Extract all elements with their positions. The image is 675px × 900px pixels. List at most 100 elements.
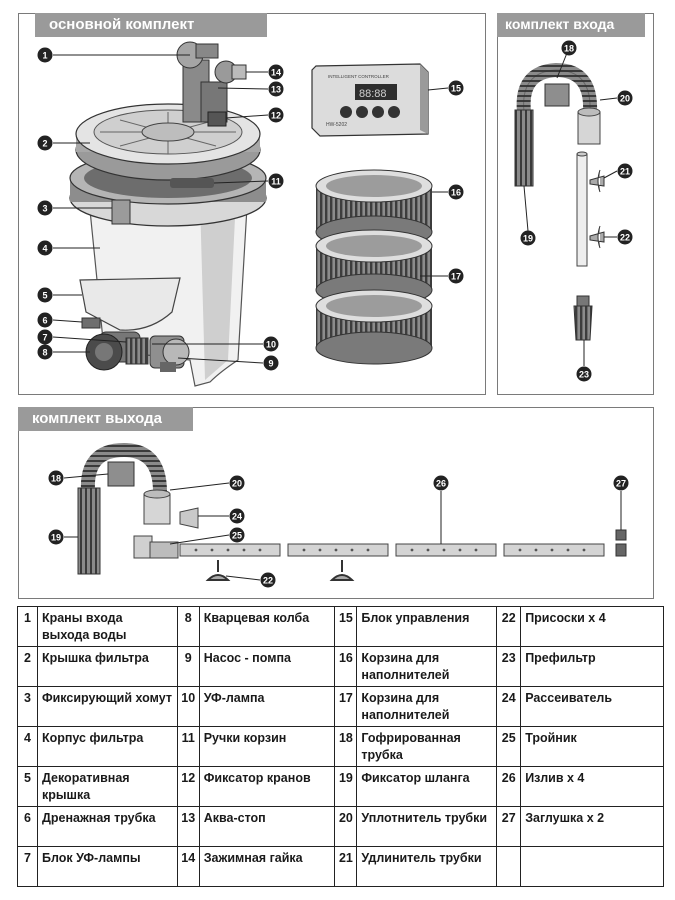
svg-text:24: 24 [232,511,242,521]
callout-12: 12 [268,107,284,123]
legend-number: 13 [176,806,200,847]
legend-label: Блок УФ-лампы [36,846,178,887]
svg-text:22: 22 [620,232,630,242]
main-set-title: основной комплект [35,13,267,37]
callout-11: 11 [268,173,284,189]
svg-text:19: 19 [523,233,533,243]
legend-number: 22 [496,606,522,647]
callout-10: 10 [263,336,279,352]
controller-model: HW-5202 [326,122,347,128]
legend-number: 4 [17,726,38,767]
legend-number: 18 [334,726,358,767]
legend-label: Тройник [520,726,664,767]
legend-number [496,846,522,887]
callout-17: 17 [448,268,464,284]
outlet-set-drawing [77,442,627,581]
legend-label: Уплотнитель трубки [356,806,498,847]
legend-label: Корзина для наполнителей [356,646,498,687]
legend-number: 23 [496,646,522,687]
svg-text:10: 10 [266,339,276,349]
callout-20a: 20 [617,90,633,106]
svg-text:16: 16 [451,187,461,197]
legend-label: Краны входа выхода воды [36,606,178,647]
svg-text:12: 12 [271,110,281,120]
legend-number: 14 [176,846,200,887]
legend-label: Заглушка х 2 [520,806,664,847]
legend-number: 19 [334,766,358,807]
callout-20b: 20 [229,475,245,491]
callout-26: 26 [433,475,449,491]
controller-brand: INTELLIGENT CONTROLLER [328,74,390,79]
legend-label: Фиксирующий хомут [36,686,178,727]
callout-4: 4 [37,240,53,256]
legend-number: 17 [334,686,358,727]
callout-7: 7 [37,329,53,345]
legend-number: 21 [334,846,358,887]
svg-text:25: 25 [232,530,242,540]
svg-text:26: 26 [436,478,446,488]
legend-label: Блок управления [356,606,498,647]
svg-text:3: 3 [42,203,47,213]
callout-19a: 19 [520,230,536,246]
legend-number: 16 [334,646,358,687]
callout-8: 8 [37,344,53,360]
inlet-set-drawing [514,62,605,341]
legend-label: Присоски х 4 [520,606,664,647]
legend-number: 2 [17,646,38,687]
svg-text:1: 1 [42,50,47,60]
svg-text:9: 9 [268,358,273,368]
callout-21: 21 [617,163,633,179]
legend-label: Аква-стоп [198,806,336,847]
callout-3: 3 [37,200,53,216]
svg-text:6: 6 [42,315,47,325]
legend-number: 20 [334,806,358,847]
svg-text:27: 27 [616,478,626,488]
callout-22b: 22 [260,572,276,588]
legend-label: Корпус фильтра [36,726,178,767]
svg-text:15: 15 [451,83,461,93]
legend-label: Рассеиватель [520,686,664,727]
legend-label: Префильтр [520,646,664,687]
outlet-set-title: комплект выхода [18,407,193,431]
callout-24: 24 [229,508,245,524]
svg-text:8: 8 [42,347,47,357]
controller-display: 88:88 [359,88,387,100]
svg-text:19: 19 [51,532,61,542]
legend-label: Декоративная крышка [36,766,178,807]
outlet-set-panel [18,407,654,599]
callout-6: 6 [37,312,53,328]
callout-16: 16 [448,184,464,200]
legend-label: Излив х 4 [520,766,664,807]
svg-text:20: 20 [232,478,242,488]
callout-18b: 18 [48,470,64,486]
svg-text:2: 2 [42,138,47,148]
legend-number: 10 [176,686,200,727]
svg-text:17: 17 [451,271,461,281]
legend-number: 12 [176,766,200,807]
legend-label: Зажимная гайка [198,846,336,887]
legend-label: Насос - помпа [198,646,336,687]
callout-19b: 19 [48,529,64,545]
legend-number: 15 [334,606,358,647]
legend-label [520,846,664,887]
parts-diagram: INTELLIGENT CONTROLLER HW-5202 88:88 [37,40,633,588]
legend-label: Ручки корзин [198,726,336,767]
callout-2: 2 [37,135,53,151]
svg-text:14: 14 [271,67,281,77]
svg-text:13: 13 [271,84,281,94]
legend-number: 1 [17,606,38,647]
svg-text:18: 18 [564,43,574,53]
leader-lines [52,47,622,581]
legend-label: Удлинитель трубки [356,846,498,887]
legend-number: 7 [17,846,38,887]
inlet-set-title: комплект входа [497,13,645,37]
legend-number: 5 [17,766,38,807]
callout-9: 9 [263,355,279,371]
svg-text:7: 7 [42,332,47,342]
legend-label: Гофрированная трубка [356,726,498,767]
svg-text:11: 11 [271,176,281,186]
